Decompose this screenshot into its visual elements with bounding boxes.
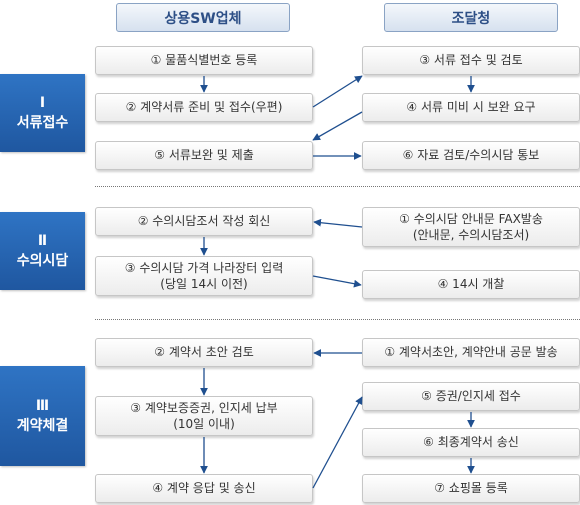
vendor-column-header: 상용SW업체 [116, 3, 290, 32]
stage-3-contract: Ⅲ 계약체결 [0, 366, 85, 466]
step-respond-contract: ④ 계약 응답 및 송신 [95, 474, 313, 503]
arrow-respond-to-stamp [312, 396, 363, 489]
step-reply-negotiation-form: ② 수의시담조서 작성 회신 [95, 207, 313, 236]
step-supplement-documents: ⑤ 서류보완 및 제출 [95, 141, 313, 170]
vendor-header-label: 상용SW업체 [164, 10, 242, 27]
step-prepare-documents: ② 계약서류 준비 및 접수(우편) [95, 93, 313, 122]
arrow-fax-to-reply [313, 218, 363, 228]
step-enter-price: ③ 수의시담 가격 나라장터 입력 (당일 14시 이전) [95, 256, 313, 296]
step-send-final-contract: ⑥ 최종계약서 송신 [362, 428, 580, 457]
stage-2-name: 수의시담 [16, 253, 69, 269]
step-review-draft: ② 계약서 초안 검토 [95, 338, 313, 367]
step-register-item-id: ① 물품식별번호 등록 [95, 46, 313, 75]
agency-column-header: 조달청 [384, 3, 558, 32]
arrow-enter-to-open [312, 275, 362, 288]
stage-2-numeral: Ⅱ [37, 232, 48, 249]
stage-2-negotiation: Ⅱ 수의시담 [0, 212, 85, 290]
step-register-mall: ⑦ 쇼핑몰 등록 [362, 474, 580, 503]
arrow-prepare-to-receive [312, 75, 363, 108]
stage-1-document-receipt: Ⅰ 서류접수 [0, 74, 85, 152]
step-pay-guarantee: ③ 계약보증증권, 인지세 납부 (10일 이내) [95, 396, 313, 436]
step-send-draft: ① 계약서초안, 계약안내 공문 발송 [362, 338, 580, 367]
arrow-request-to-supplement [312, 111, 363, 141]
step-receive-stamp: ⑤ 증권/인지세 접수 [362, 382, 580, 411]
stage-3-numeral: Ⅲ [35, 397, 50, 414]
stage-1-name: 서류접수 [16, 115, 69, 131]
step-notify-negotiation: ⑥ 자료 검토/수의시담 통보 [362, 141, 580, 170]
stage-divider-1 [95, 186, 580, 187]
stage-3-name: 계약체결 [16, 418, 69, 434]
step-open-bid: ④ 14시 개찰 [362, 270, 580, 299]
stage-1-numeral: Ⅰ [39, 94, 46, 111]
stage-divider-2 [95, 319, 580, 320]
step-send-fax: ① 수의시담 안내문 FAX발송 (안내문, 수의시담조서) [362, 207, 580, 247]
step-request-supplement: ④ 서류 미비 시 보완 요구 [362, 93, 580, 122]
agency-header-label: 조달청 [451, 10, 491, 27]
